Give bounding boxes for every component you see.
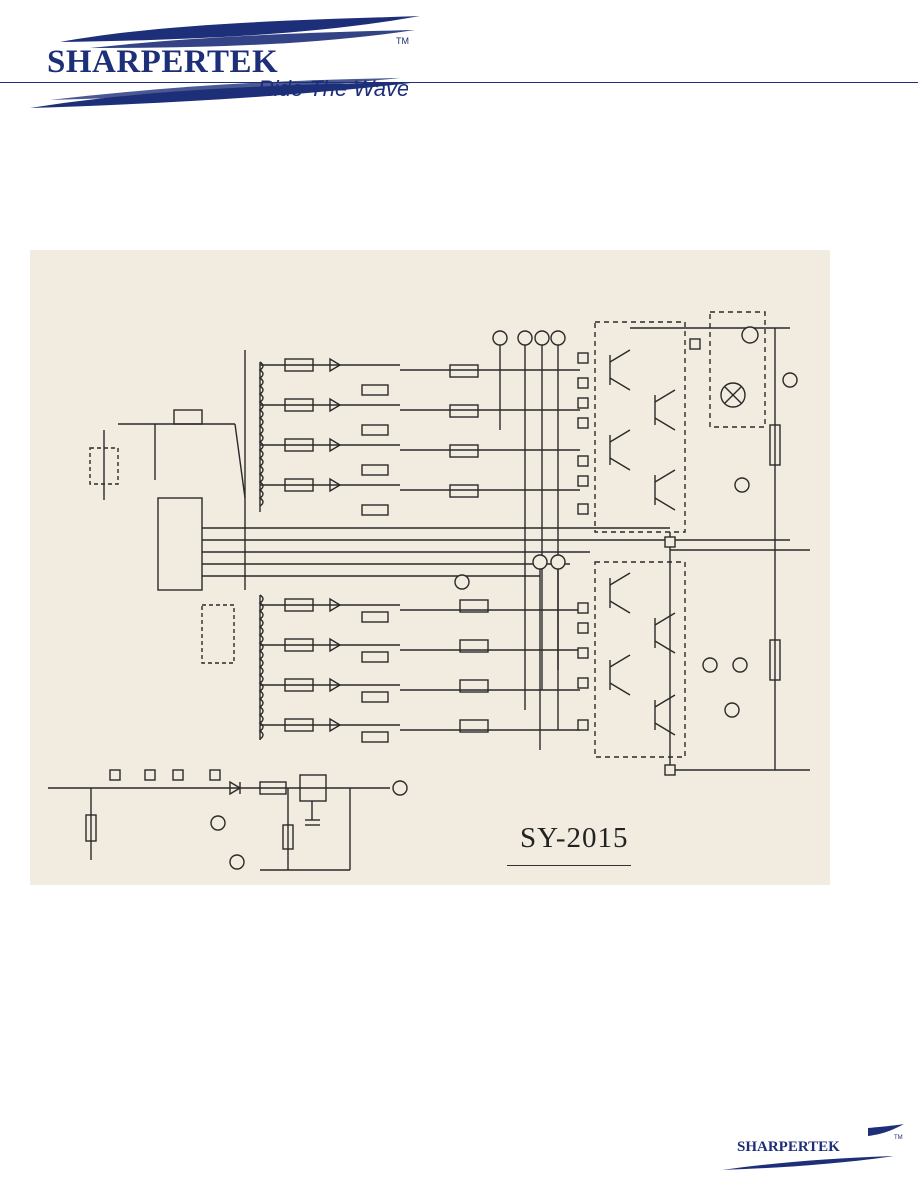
footer-logo	[718, 1122, 908, 1174]
model-underline	[507, 865, 631, 866]
header-rule	[0, 82, 918, 83]
header-tagline: Ride The Wave	[258, 76, 408, 102]
header-trademark: TM	[396, 36, 409, 46]
schematic-drawing	[30, 250, 830, 885]
footer-swoosh-graphic	[718, 1122, 908, 1174]
header-logo-text: SHARPERTEK	[47, 44, 278, 81]
circuit-schematic	[30, 250, 830, 885]
model-number: SY-2015	[520, 822, 629, 855]
